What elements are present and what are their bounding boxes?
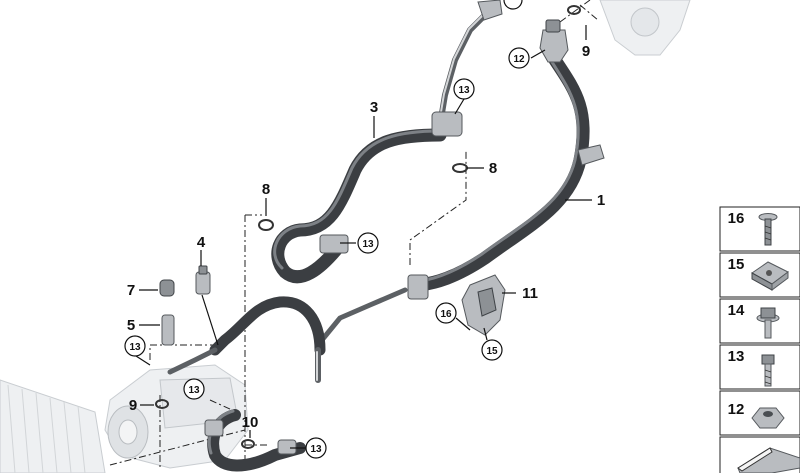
callout-4: 4 [197,234,206,251]
callout-9a: 9 [129,397,137,414]
legend-label-13: 13 [728,348,745,365]
callout-16: 16 [440,309,452,320]
bolt-14-icon [756,307,780,339]
callout-13d: 13 [188,385,200,396]
evaporator-ghost [599,0,691,56]
callout-5: 5 [127,317,135,334]
screw-16-icon [758,213,778,246]
legend-label-12: 12 [728,401,745,418]
hose-10 [204,409,306,472]
callout-8b: 8 [489,160,497,177]
callout-13a: 13 [458,85,470,96]
legend-label-15: 15 [728,256,745,273]
callout-13c: 13 [129,342,141,353]
callout-10: 10 [242,414,259,431]
callout-15: 15 [486,346,498,357]
callout-13b: 13 [362,239,374,250]
fastener-legend: 16 15 14 13 12 [719,206,800,473]
callout-11: 11 [522,285,538,302]
cap-7 [159,279,175,297]
hose-3 [271,0,503,284]
callout-1: 1 [597,192,605,209]
leader-lines [135,25,592,449]
condenser-ghost [0,379,106,473]
callout-labels: 1 3 4 5 7 8 8 9 9 10 11 [127,43,605,431]
callout-7: 7 [127,282,135,299]
nut-12-icon [751,407,785,429]
circled-callouts: 12 13 13 13 13 13 15 16 [124,0,530,459]
callout-3: 3 [370,99,378,116]
bolt-13-icon [761,354,775,387]
legend-label-14: 14 [728,302,745,319]
pipe-2 [167,287,408,383]
legend-label-16: 16 [728,210,745,227]
nut-15-icon [751,261,789,291]
valve-4 [195,265,211,295]
callout-13e: 13 [310,444,322,455]
callout-12: 12 [513,54,525,65]
hose-1 [407,19,605,300]
callout-9b: 9 [582,43,590,60]
bracket-11 [461,274,506,336]
callout-8a: 8 [262,181,270,198]
core-5 [161,314,175,346]
trim-piece-icon [737,447,800,473]
